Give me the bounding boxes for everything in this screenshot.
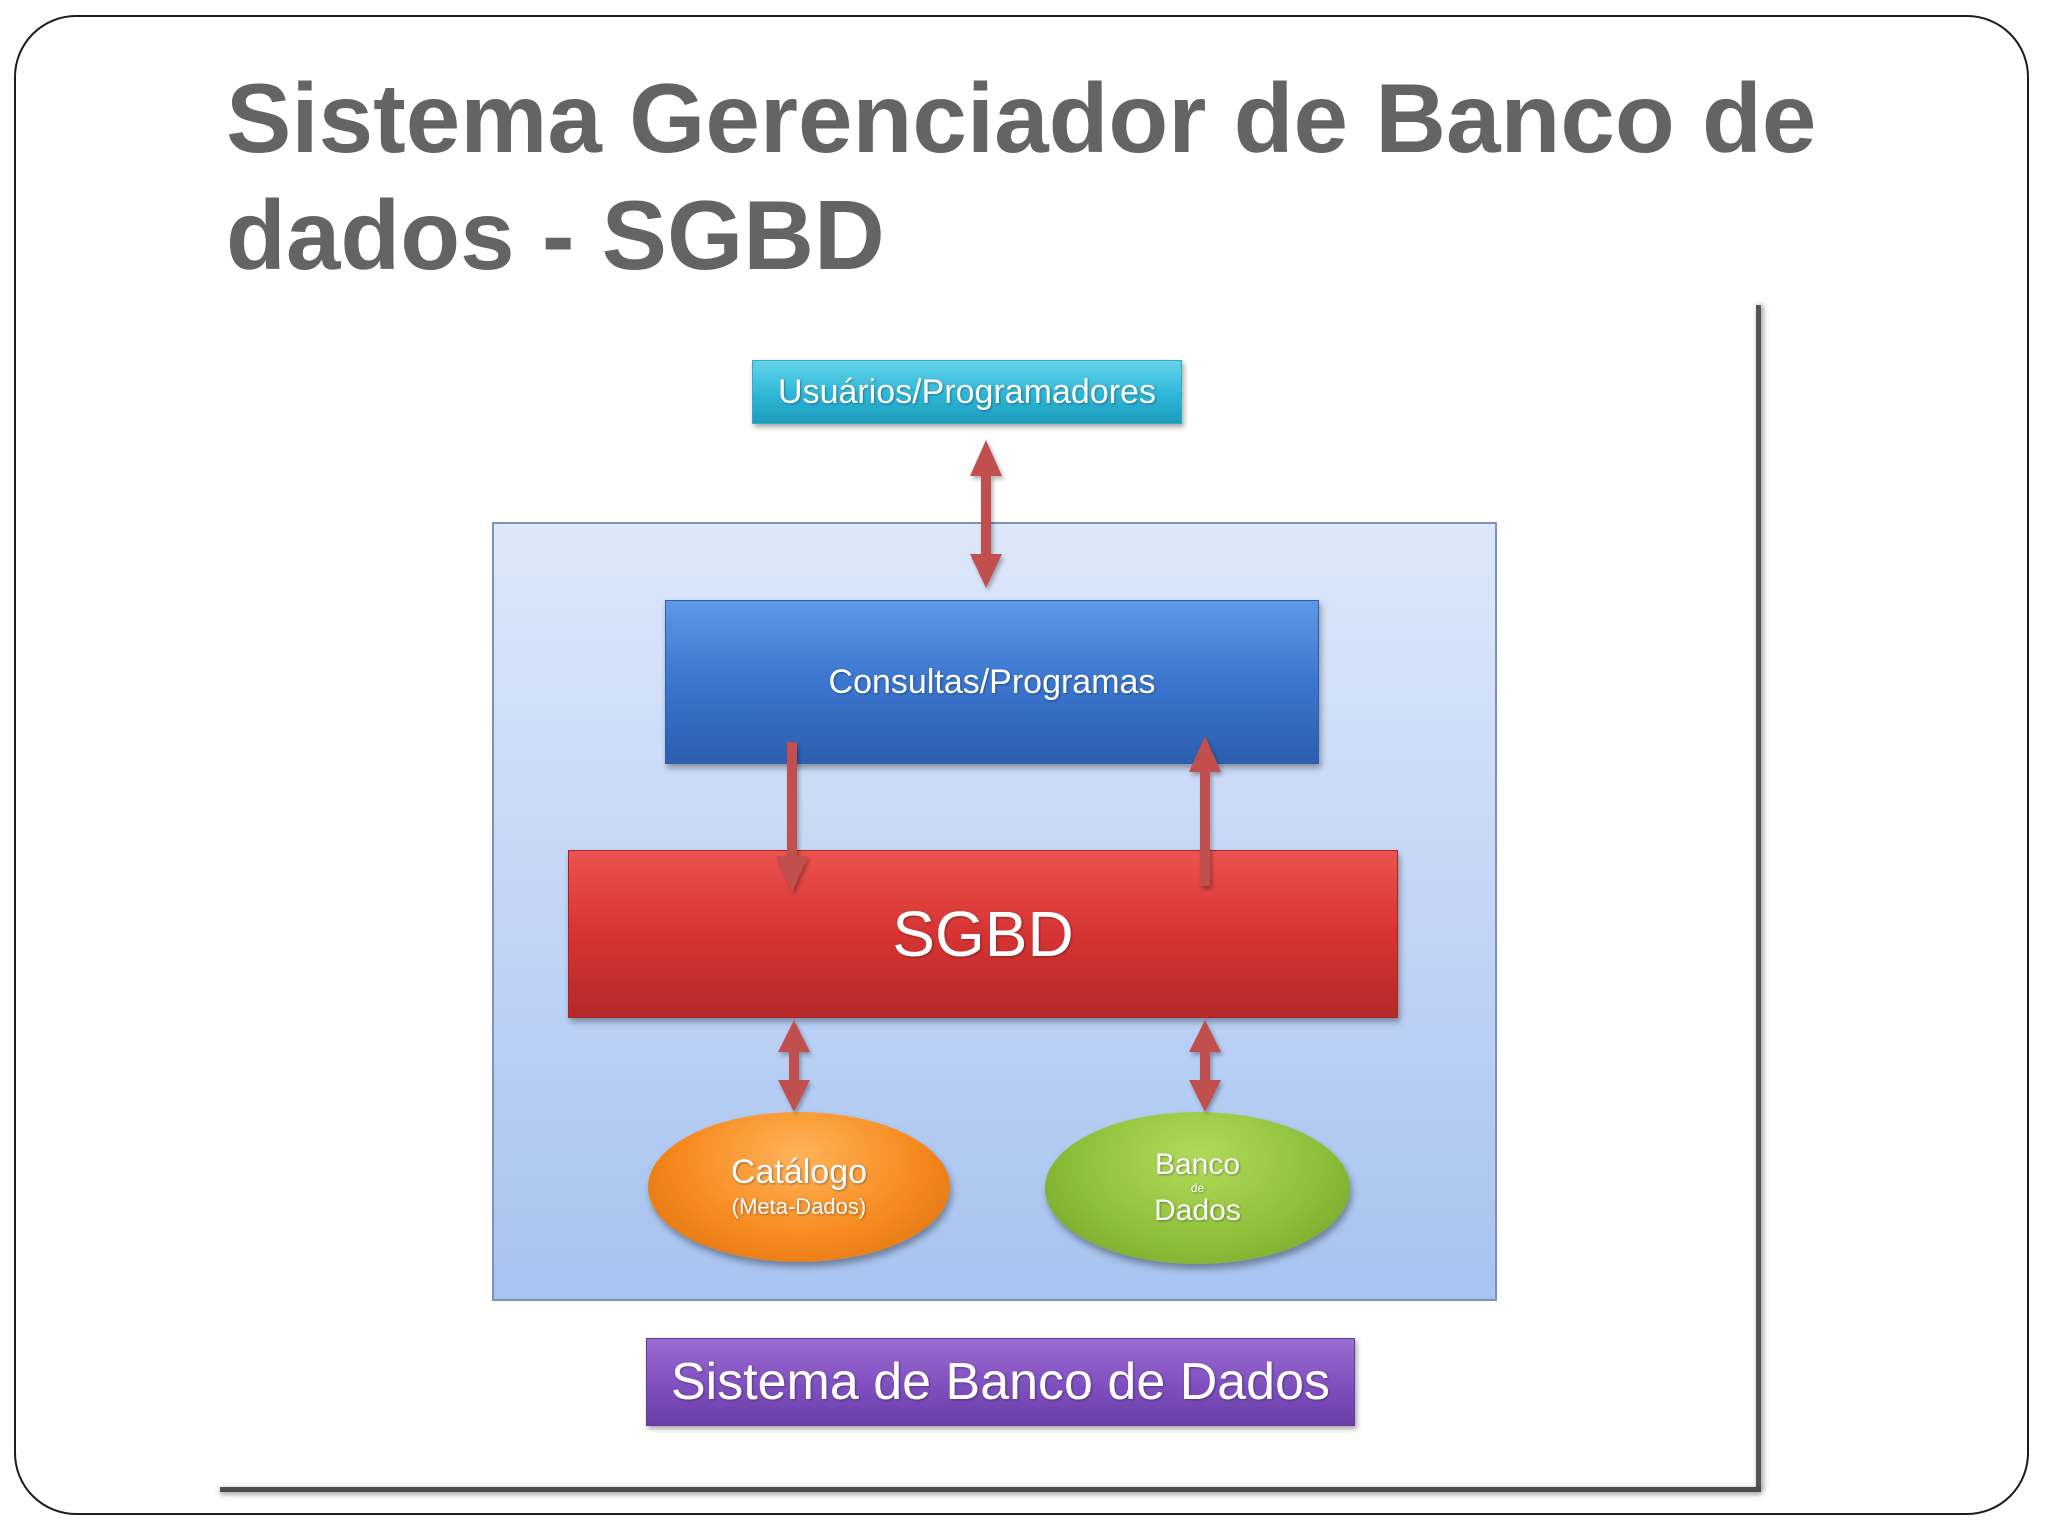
catalog-ellipse: Catálogo (Meta-Dados) (648, 1112, 950, 1262)
queries-programs-box: Consultas/Programas (665, 600, 1319, 764)
database-system-caption-box: Sistema de Banco de Dados (646, 1338, 1355, 1426)
sgbd-box: SGBD (568, 850, 1398, 1018)
sgbd-label: SGBD (892, 898, 1074, 970)
database-label-line3: Dados (1154, 1194, 1241, 1227)
figure-shadow-right (1756, 305, 1761, 1491)
catalog-title: Catálogo (730, 1153, 868, 1191)
queries-programs-label: Consultas/Programas (828, 662, 1156, 701)
database-ellipse: Banco de Dados (1045, 1112, 1350, 1264)
catalog-subtitle: (Meta-Dados) (731, 1194, 867, 1219)
figure-shadow-bottom (220, 1487, 1761, 1492)
slide-title: Sistema Gerenciador de Banco de dados - … (226, 63, 1817, 290)
database-system-caption: Sistema de Banco de Dados (670, 1353, 1331, 1411)
database-label-line2: de (1190, 1181, 1205, 1195)
database-label-line1: Banco (1154, 1148, 1241, 1181)
users-programmers-label: Usuários/Programadores (778, 372, 1156, 411)
users-programmers-box: Usuários/Programadores (752, 360, 1182, 424)
